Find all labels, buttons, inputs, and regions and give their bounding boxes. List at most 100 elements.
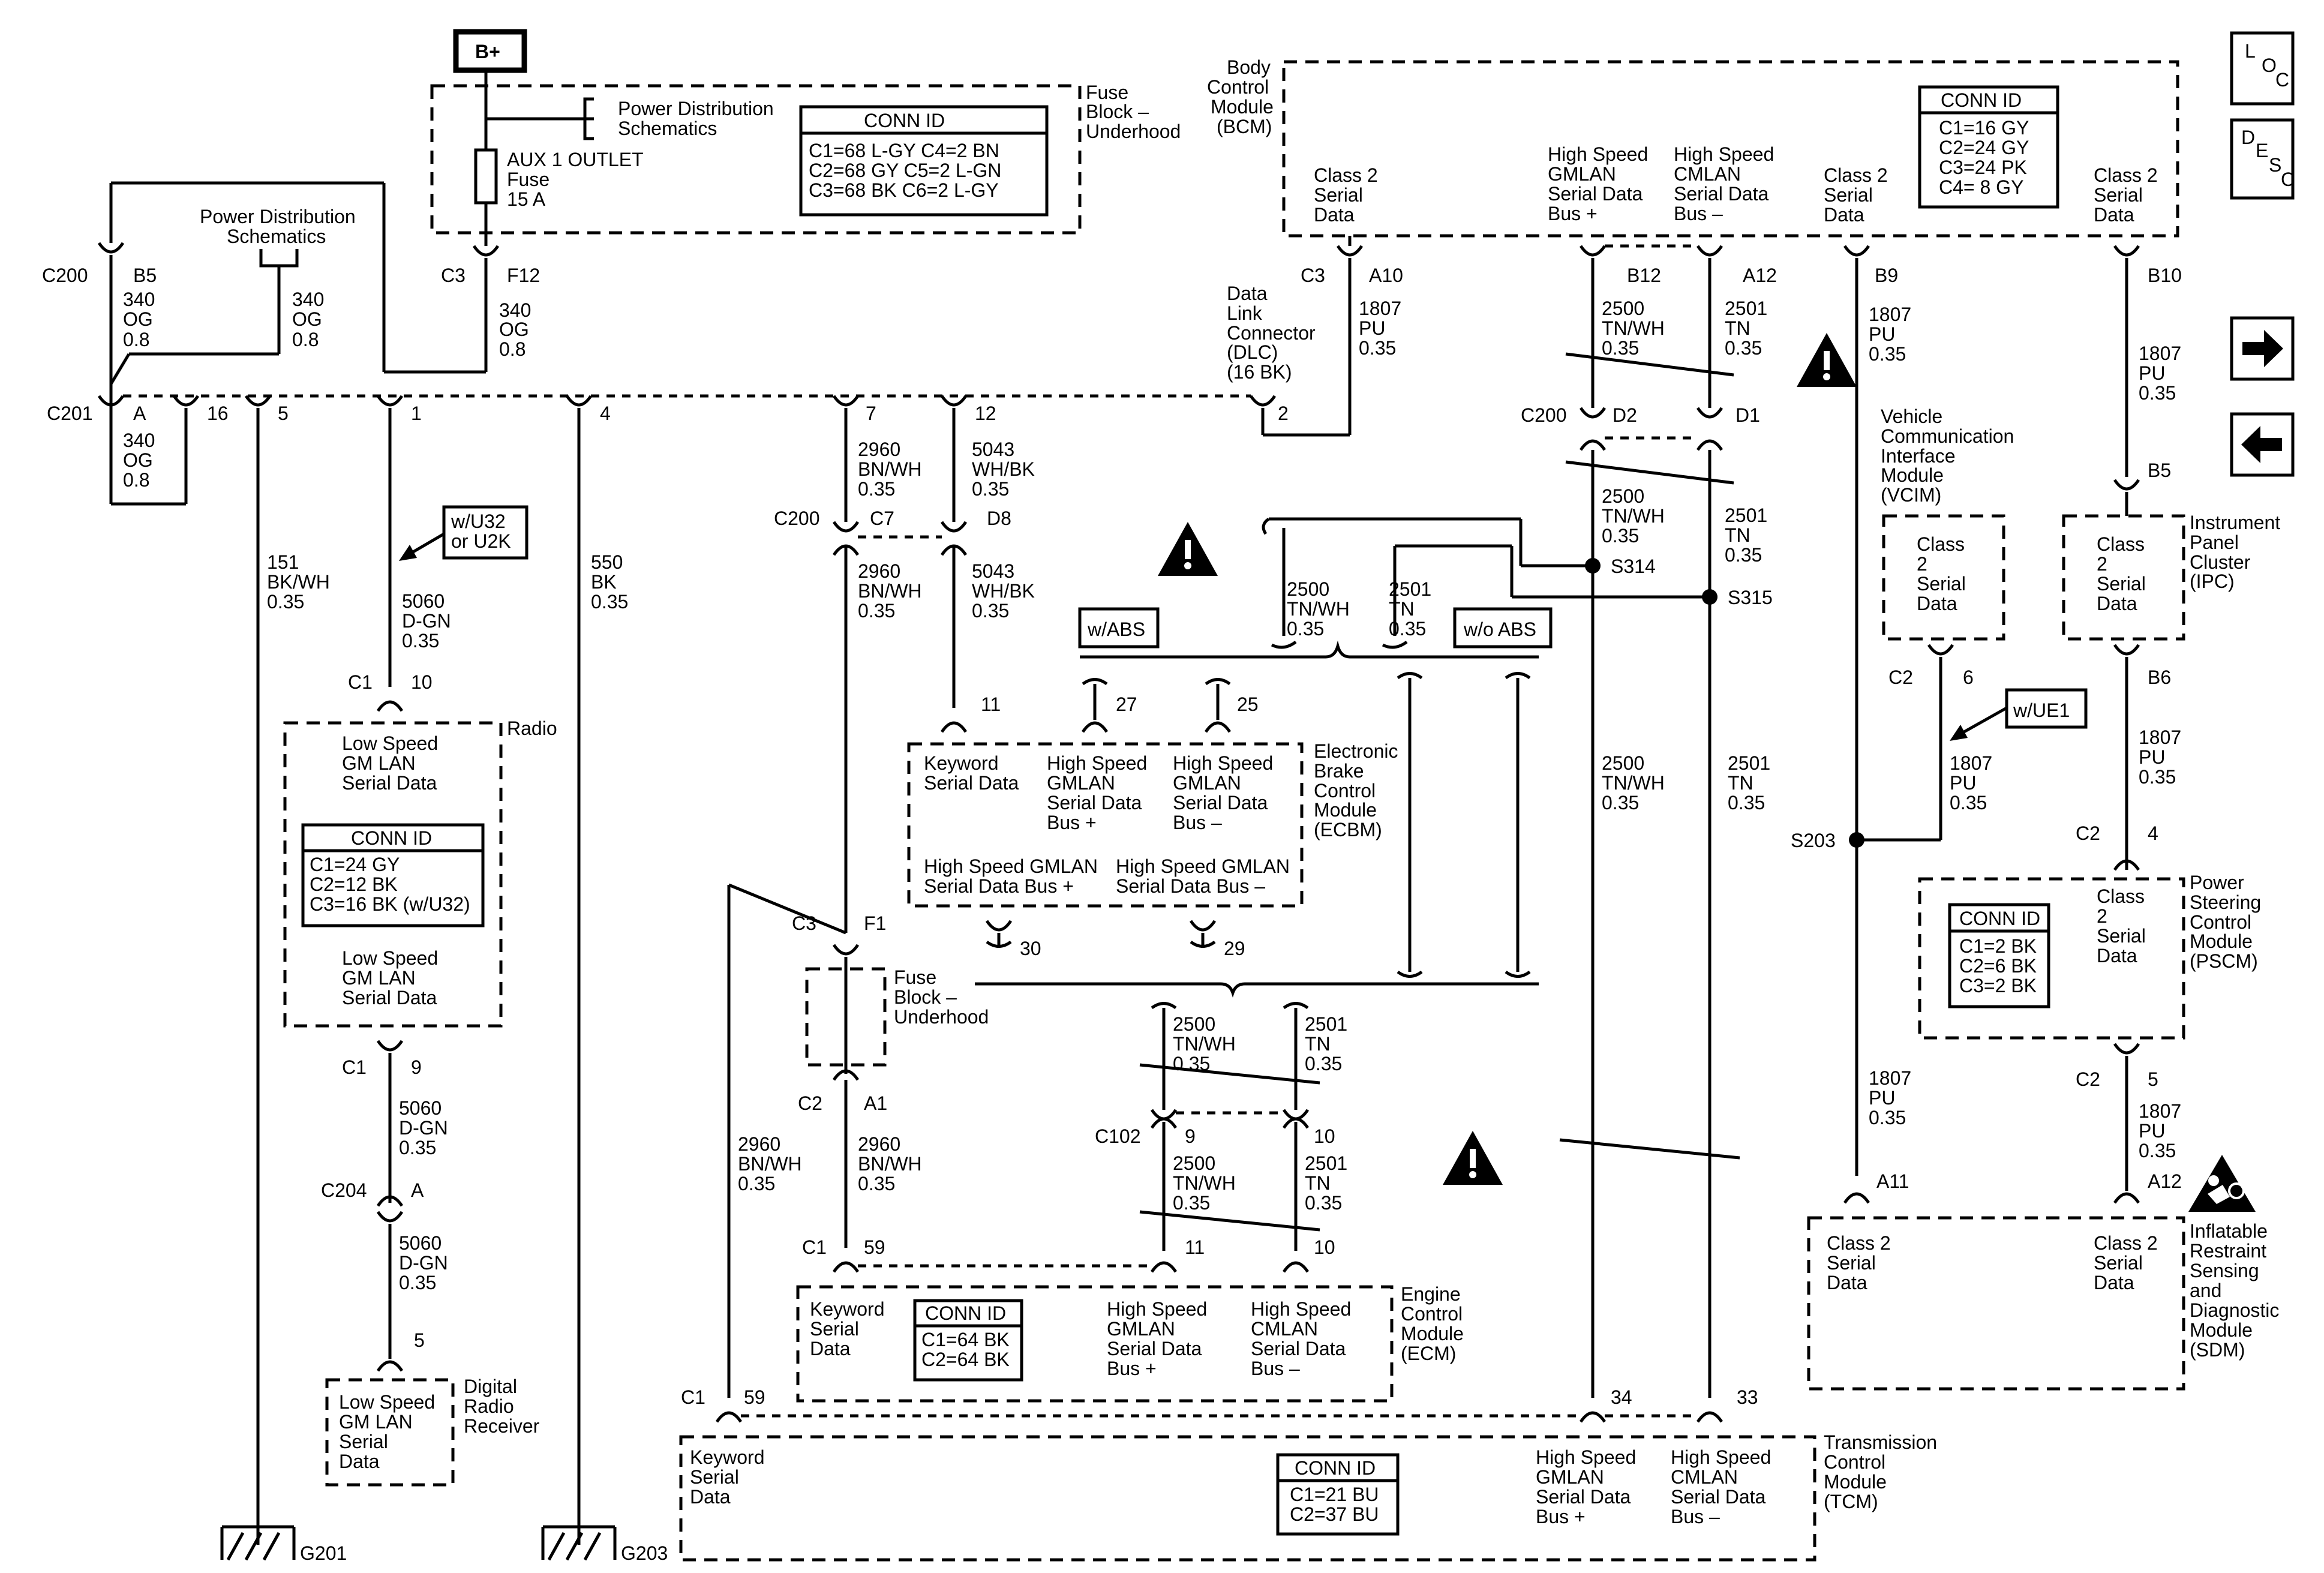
svg-text:1807: 1807 [1869,304,1911,325]
svg-text:7: 7 [866,403,876,424]
sdm-title: Inflatable Restraint Sensing and Diagnos… [2190,1220,2279,1361]
svg-text:2501: 2501 [1728,752,1770,774]
svg-text:5: 5 [414,1329,425,1351]
svg-text:2500: 2500 [1602,485,1644,507]
wire-1807-pu-s203: 1807 PU 0.35 [1869,1067,1911,1128]
tcm-hs-gmlan: High Speed GMLAN Serial Data Bus + [1536,1446,1636,1527]
svg-text:0.35: 0.35 [1389,618,1426,640]
vcim-class2: Class 2 Serial Data [1917,533,1966,614]
drr-label: Low Speed GM LAN Serial Data [339,1391,435,1472]
svg-text:GMLAN: GMLAN [1536,1466,1604,1488]
svg-text:Module: Module [2190,930,2253,952]
svg-text:(BCM): (BCM) [1217,116,1272,137]
svg-text:GM LAN: GM LAN [342,752,416,774]
next-page-button[interactable] [2230,316,2295,381]
svg-text:C2=37 BU: C2=37 BU [1290,1503,1379,1525]
svg-text:D-GN: D-GN [399,1252,448,1274]
inflatable-restraint-sdm [1807,1216,2185,1391]
svg-text:BK: BK [591,571,617,593]
svg-text:CMLAN: CMLAN [1251,1318,1318,1340]
svg-text:2500: 2500 [1173,1152,1215,1174]
svg-text:Transmission: Transmission [1824,1431,1937,1453]
svg-text:0.35: 0.35 [1950,792,1987,813]
svg-text:2501: 2501 [1305,1152,1347,1174]
svg-text:(16 BK): (16 BK) [1227,361,1292,383]
bcm-pins: C3 A10 B12 A12 B9 B10 [1301,236,2182,286]
svg-text:Diagnostic: Diagnostic [2190,1299,2279,1321]
svg-text:Link: Link [1227,302,1263,324]
svg-text:CONN ID: CONN ID [864,110,945,131]
svg-text:0.35: 0.35 [1305,1192,1342,1214]
svg-text:C3=24 PK: C3=24 PK [1939,157,2027,178]
ecm-hs-gmlan: High Speed GMLAN Serial Data Bus + [1107,1298,1207,1379]
svg-text:Radio: Radio [464,1395,514,1417]
loc-letter-c: C [2275,69,2289,91]
svg-text:2960: 2960 [858,1133,900,1155]
svg-text:B5: B5 [2148,460,2171,481]
svg-text:Serial Data Bus +: Serial Data Bus + [924,875,1074,897]
ipc-title: Instrument Panel Cluster (IPC) [2190,512,2280,592]
svg-text:Data: Data [690,1486,731,1508]
loc-button[interactable]: L O C [2230,31,2295,106]
svg-text:0.8: 0.8 [123,329,149,350]
svg-text:Module: Module [1824,1471,1887,1493]
prev-page-button[interactable] [2230,412,2295,477]
svg-text:D1: D1 [1736,404,1760,426]
svg-text:2: 2 [2097,905,2107,927]
svg-text:27: 27 [1116,694,1137,715]
svg-text:Communication: Communication [1881,425,2014,447]
svg-text:Serial: Serial [1314,184,1363,206]
svg-text:550: 550 [591,551,623,573]
svg-text:C2: C2 [2076,822,2100,844]
bcm-class2-b: Class 2 Serial Data [1824,164,1888,226]
svg-text:5060: 5060 [399,1097,442,1119]
svg-text:2960: 2960 [858,560,900,582]
svg-text:0.35: 0.35 [402,630,439,652]
svg-text:Keyword: Keyword [810,1298,885,1320]
svg-text:Steering: Steering [2190,891,2261,913]
svg-text:(ECBM): (ECBM) [1314,819,1382,840]
svg-text:C1=21 BU: C1=21 BU [1290,1484,1379,1505]
svg-text:Bus –: Bus – [1251,1358,1300,1379]
svg-text:1807: 1807 [1359,298,1401,319]
svg-text:0.35: 0.35 [399,1272,436,1293]
drr-title: Digital Radio Receiver [464,1376,540,1437]
ecbm-title: Electronic Brake Control Module (ECBM) [1314,740,1398,840]
c200-d-connector: C200 D2 D1 [1521,404,1760,451]
ecm-conn-id: CONN ID C1=64 BK C2=64 BK [913,1299,1023,1382]
svg-text:0.35: 0.35 [1173,1053,1210,1074]
svg-text:Power: Power [2190,872,2244,893]
svg-text:2501: 2501 [1725,505,1767,526]
desc-button[interactable]: D E S C [2230,118,2295,200]
wire-2500-tnwh-g: 2500 TN/WH 0.35 [1602,752,1665,813]
svg-text:2: 2 [1917,553,1927,575]
svg-text:Serial Data: Serial Data [1107,1338,1202,1359]
svg-text:C3=2 BK: C3=2 BK [1959,975,2037,996]
svg-text:C200: C200 [42,265,88,286]
svg-text:25: 25 [1237,694,1259,715]
wire-2500-tnwh-f: 2500 TN/WH 0.35 [1173,1152,1236,1214]
bcm-conn-id: CONN ID C1=16 GY C2=24 GY C3=24 PK C4= 8… [1918,85,2059,209]
svg-text:Connector: Connector [1227,322,1316,344]
svg-text:2500: 2500 [1173,1013,1215,1035]
svg-text:Fuse: Fuse [507,169,550,190]
svg-text:C2=68 GY C5=2 L-GN: C2=68 GY C5=2 L-GN [809,160,1001,181]
svg-text:B12: B12 [1627,265,1661,286]
wire-2501-tn-c: 2501 TN 0.35 [1389,578,1431,640]
svg-text:C1: C1 [348,671,373,693]
wire-5043-whbk-b: 5043 WH/BK 0.35 [972,560,1035,622]
ecbm-keyword: Keyword Serial Data [924,752,1019,794]
c201-connector: C201 A 16 5 1 4 7 12 2 [47,394,1289,424]
wire-2960-bnwh-d: 2960 BN/WH 0.35 [738,1133,802,1194]
wire-2960-bnwh-b: 2960 BN/WH 0.35 [858,560,922,622]
svg-text:D8: D8 [987,508,1011,529]
svg-text:Control: Control [1401,1303,1463,1325]
svg-text:A: A [411,1179,424,1201]
svg-text:GMLAN: GMLAN [1047,772,1115,794]
wire-2500-tnwh-e: 2500 TN/WH 0.35 [1173,1013,1236,1074]
svg-text:Data: Data [1827,1272,1867,1293]
wire-2501-tn-f: 2501 TN 0.35 [1305,1152,1347,1214]
svg-text:2960: 2960 [738,1133,780,1155]
svg-text:11: 11 [981,694,1001,715]
svg-text:Class: Class [2097,533,2145,555]
